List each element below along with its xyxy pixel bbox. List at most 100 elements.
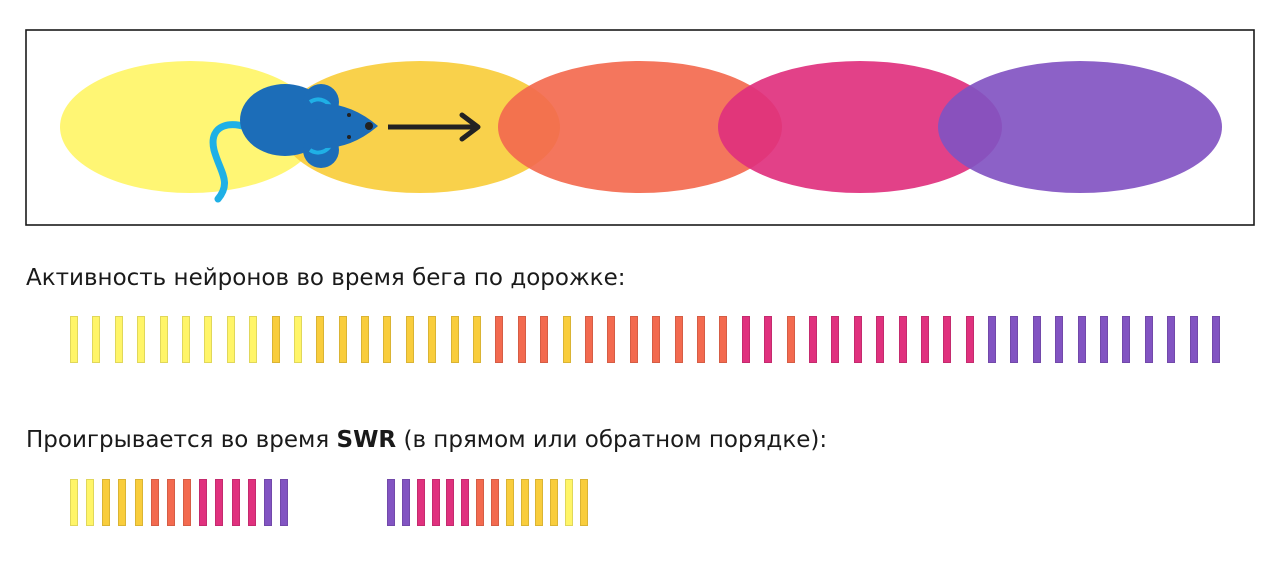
spike-swr-forward — [86, 479, 94, 526]
spike-running — [1167, 316, 1175, 363]
spike-running — [1190, 316, 1198, 363]
spike-running — [719, 316, 727, 363]
arrow-right-icon — [388, 112, 481, 142]
spike-swr-reverse — [550, 479, 558, 526]
arrow-head — [459, 112, 481, 142]
caption-swr-bold: SWR — [336, 427, 397, 453]
spike-running — [876, 316, 884, 363]
spike-swr-reverse — [580, 479, 588, 526]
spike-swr-forward — [232, 479, 240, 526]
spike-running — [1033, 316, 1041, 363]
spike-running — [137, 316, 145, 363]
spike-swr-forward — [248, 479, 256, 526]
spike-running — [182, 316, 190, 363]
spike-running — [160, 316, 168, 363]
spike-running — [473, 316, 481, 363]
spike-running — [383, 316, 391, 363]
spike-running — [943, 316, 951, 363]
place-field-3 — [498, 61, 782, 193]
spike-swr-forward — [167, 479, 175, 526]
spike-running — [697, 316, 705, 363]
spike-swr-forward — [264, 479, 272, 526]
spike-swr-reverse — [491, 479, 499, 526]
track-diagram — [25, 29, 1255, 226]
mouse-eye-bottom — [347, 135, 351, 139]
spike-running — [675, 316, 683, 363]
mouse-eye-top — [347, 113, 351, 117]
spike-running — [607, 316, 615, 363]
spike-running — [1078, 316, 1086, 363]
spike-running — [540, 316, 548, 363]
spike-swr-forward — [102, 479, 110, 526]
spike-row-running — [0, 316, 1280, 365]
spike-swr-reverse — [535, 479, 543, 526]
spike-running — [742, 316, 750, 363]
spike-running — [451, 316, 459, 363]
spike-swr-reverse — [417, 479, 425, 526]
spike-running — [361, 316, 369, 363]
spike-running — [249, 316, 257, 363]
spike-row-swr-reverse — [0, 479, 1280, 528]
spike-running — [272, 316, 280, 363]
spike-running — [1145, 316, 1153, 363]
spike-swr-forward — [151, 479, 159, 526]
place-field-5 — [938, 61, 1222, 193]
spike-running — [204, 316, 212, 363]
spike-running — [428, 316, 436, 363]
spike-running — [406, 316, 414, 363]
spike-swr-reverse — [565, 479, 573, 526]
spike-swr-forward — [70, 479, 78, 526]
spike-running — [115, 316, 123, 363]
spike-running — [339, 316, 347, 363]
spike-running — [316, 316, 324, 363]
spike-running — [585, 316, 593, 363]
spike-swr-reverse — [476, 479, 484, 526]
spike-swr-reverse — [432, 479, 440, 526]
spike-swr-reverse — [387, 479, 395, 526]
mouse-nose — [365, 122, 373, 130]
spike-row-swr-forward — [0, 479, 1280, 528]
mouse-icon — [209, 84, 378, 203]
caption-swr: Проигрывается во время SWR (в прямом или… — [26, 427, 827, 453]
caption-running: Активность нейронов во время бега по дор… — [26, 265, 626, 291]
mouse-tail — [209, 121, 262, 203]
spike-running — [787, 316, 795, 363]
spike-swr-reverse — [506, 479, 514, 526]
spike-running — [294, 316, 302, 363]
spike-swr-reverse — [402, 479, 410, 526]
spike-running — [227, 316, 235, 363]
spike-swr-forward — [280, 479, 288, 526]
spike-running — [1100, 316, 1108, 363]
spike-swr-forward — [199, 479, 207, 526]
spike-running — [518, 316, 526, 363]
spike-swr-reverse — [446, 479, 454, 526]
spike-running — [652, 316, 660, 363]
spike-swr-reverse — [521, 479, 529, 526]
spike-running — [921, 316, 929, 363]
spike-running — [966, 316, 974, 363]
spike-running — [495, 316, 503, 363]
caption-swr-prefix: Проигрывается во время — [26, 427, 337, 453]
spike-running — [92, 316, 100, 363]
spike-running — [988, 316, 996, 363]
spike-running — [1212, 316, 1220, 363]
spike-running — [563, 316, 571, 363]
spike-running — [1010, 316, 1018, 363]
spike-swr-reverse — [461, 479, 469, 526]
spike-swr-forward — [118, 479, 126, 526]
spike-swr-forward — [135, 479, 143, 526]
place-field-4 — [718, 61, 1002, 193]
spike-running — [899, 316, 907, 363]
caption-swr-suffix: (в прямом или обратном порядке): — [396, 427, 828, 453]
spike-swr-forward — [215, 479, 223, 526]
spike-running — [809, 316, 817, 363]
spike-running — [1122, 316, 1130, 363]
spike-running — [630, 316, 638, 363]
spike-running — [1055, 316, 1063, 363]
spike-running — [70, 316, 78, 363]
spike-swr-forward — [183, 479, 191, 526]
spike-running — [854, 316, 862, 363]
mouse-head — [318, 103, 378, 149]
spike-running — [831, 316, 839, 363]
spike-running — [764, 316, 772, 363]
